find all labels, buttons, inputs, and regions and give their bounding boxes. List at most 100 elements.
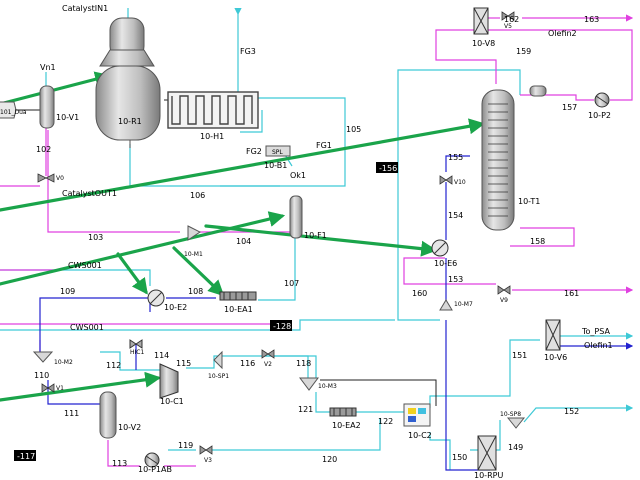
- energy-stream-c1[interactable]: [0, 371, 162, 402]
- heater-h1[interactable]: [167, 91, 259, 129]
- badge-156[interactable]: -156: [376, 162, 398, 173]
- label-e2: 10-E2: [164, 303, 187, 312]
- splitter-sp1[interactable]: [213, 350, 223, 370]
- mixer-m1[interactable]: [187, 225, 201, 241]
- unit-rpu[interactable]: [477, 435, 497, 471]
- stream-113-line[interactable]: [107, 440, 140, 467]
- stream-160-line[interactable]: [403, 257, 496, 285]
- badge-117[interactable]: -117: [14, 450, 36, 461]
- label-m7: 10-M7: [454, 301, 473, 308]
- label-c1: 10-C1: [160, 397, 184, 406]
- label-r1: 10-R1: [118, 117, 142, 126]
- stream-103-line[interactable]: [47, 130, 180, 233]
- energy-stream-f1[interactable]: [0, 211, 286, 286]
- stream-121-line[interactable]: [315, 392, 330, 413]
- stream-151-line[interactable]: [429, 339, 540, 408]
- air-cooler-ea2[interactable]: [329, 407, 357, 417]
- stream-105-line[interactable]: [129, 97, 346, 187]
- stream-118-line[interactable]: [262, 355, 317, 380]
- energy-stream-t1[interactable]: [0, 118, 486, 212]
- label-valve-v1: V1: [56, 385, 64, 392]
- stream-157-mag[interactable]: [520, 94, 594, 101]
- label-s113: 113: [112, 459, 127, 468]
- compressor-c1[interactable]: [159, 363, 179, 399]
- label-s110: 110: [34, 371, 49, 380]
- stream-159-line[interactable]: [435, 29, 633, 101]
- stream-155-line[interactable]: [445, 155, 470, 172]
- badge-128-text: -128: [273, 322, 291, 331]
- hic1-valve[interactable]: [129, 339, 143, 349]
- label-s109: 109: [60, 287, 75, 296]
- stream-112-line[interactable]: [100, 351, 160, 371]
- stream-120-line[interactable]: [212, 418, 381, 451]
- vessel-v1[interactable]: [0, 85, 55, 129]
- pump-p2[interactable]: [594, 92, 610, 108]
- label-valve-v0: V0: [56, 175, 64, 182]
- reactor-r1[interactable]: [95, 17, 161, 148]
- stream-109-line[interactable]: [39, 297, 150, 356]
- black-streams: [14, 99, 437, 406]
- stream-115-line[interactable]: [186, 355, 309, 380]
- label-s159: 159: [516, 47, 531, 56]
- label-fg3: FG3: [240, 47, 256, 56]
- label-valve-v3: V3: [204, 457, 212, 464]
- stream-cws-line[interactable]: [0, 319, 395, 331]
- label-s102: 102: [36, 145, 51, 154]
- stream-107-line[interactable]: [258, 236, 296, 301]
- stream-158-line[interactable]: [510, 227, 575, 247]
- label-s158: 158: [530, 237, 545, 246]
- energy-stream-e6[interactable]: [204, 224, 438, 257]
- label-s104: 104: [236, 237, 251, 246]
- label-v6: 10-V6: [544, 353, 567, 362]
- heat-exchanger-e2[interactable]: [147, 289, 165, 307]
- heat-exchanger-e6[interactable]: [431, 239, 449, 257]
- stream-m7-line[interactable]: [445, 320, 490, 471]
- column-t1[interactable]: [481, 85, 547, 231]
- stream-152-line[interactable]: [523, 404, 634, 423]
- stream-fg-line[interactable]: [240, 110, 263, 133]
- valve-v0-shape[interactable]: [37, 173, 55, 183]
- valve-v5-shape[interactable]: [501, 11, 515, 21]
- magenta-streams: [0, 14, 634, 467]
- label-v1: 10-V1: [56, 113, 79, 122]
- valve-v2-shape[interactable]: [261, 349, 275, 359]
- label-valve-v2: V2: [264, 361, 272, 368]
- valve-labels: V0 V1 V2 V3 V9 V10 V5: [56, 23, 512, 464]
- pump-p1ab[interactable]: [144, 452, 160, 468]
- vessel-v8[interactable]: [473, 7, 489, 35]
- air-cooler-ea1[interactable]: [219, 291, 257, 301]
- valve-v3-shape[interactable]: [199, 445, 213, 455]
- energy-stream-ea1[interactable]: [172, 246, 225, 297]
- mixer-m2[interactable]: [32, 351, 54, 363]
- badge-117-text: -117: [17, 452, 35, 461]
- label-s118: 118: [296, 359, 311, 368]
- stream-black-right[interactable]: [320, 379, 437, 406]
- label-to-psa: To_PSA: [581, 327, 610, 336]
- label-h1: 10-H1: [200, 132, 224, 141]
- mixer-m3[interactable]: [299, 377, 319, 391]
- vessel-v6[interactable]: [545, 319, 561, 351]
- valve-v10-shape[interactable]: [439, 175, 453, 185]
- splitter-sp8[interactable]: [506, 417, 526, 429]
- label-m2: 10-M2: [54, 359, 73, 366]
- valve-v9-shape[interactable]: [497, 285, 511, 295]
- energy-stream-e2[interactable]: [116, 252, 148, 295]
- stream-150-line[interactable]: [429, 432, 451, 470]
- stream-157-line[interactable]: [397, 69, 521, 321]
- column-c2[interactable]: [403, 403, 431, 427]
- filter-f1[interactable]: [289, 195, 303, 239]
- label-fg2: FG2: [246, 147, 262, 156]
- mixer-m7[interactable]: [439, 299, 453, 311]
- label-ea1: 10-EA1: [224, 305, 253, 314]
- label-s122: 122: [378, 417, 393, 426]
- label-s150: 150: [452, 453, 467, 462]
- label-s151: 151: [512, 351, 527, 360]
- label-s149: 149: [508, 443, 523, 452]
- label-s119: 119: [178, 441, 193, 450]
- valve-v1-shape[interactable]: [41, 383, 55, 393]
- vessel-v2[interactable]: [99, 391, 117, 439]
- label-catalyst-out: CatalystOUT1: [62, 189, 117, 198]
- block-b1[interactable]: SPL: [265, 145, 291, 157]
- badge-128[interactable]: -128: [270, 320, 292, 331]
